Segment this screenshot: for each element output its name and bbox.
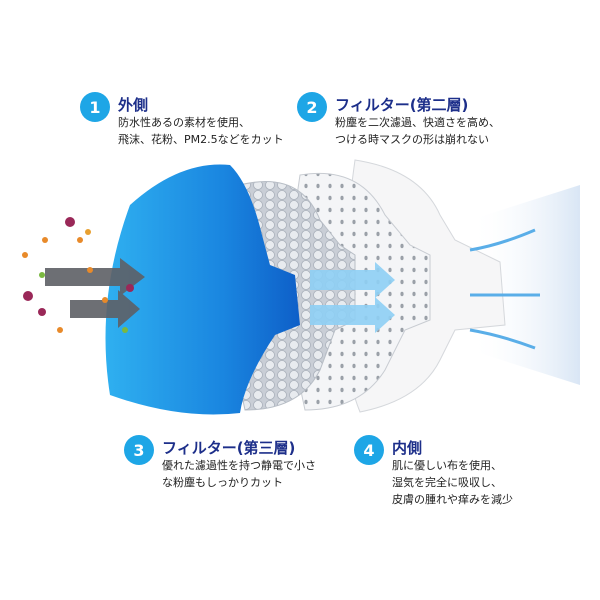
callout-title: 内側	[392, 439, 423, 457]
step-number-badge: 3	[124, 435, 154, 465]
callout-description: 粉塵を二次濾過、快適さを高め、 つける時マスクの形は崩れない	[335, 116, 500, 146]
outer-layer	[105, 164, 300, 415]
callout-filter-layer-3: 3 フィルター(第三層) 優れた濾過性を持つ静電で小さ な粉塵もしっかりカット	[124, 435, 316, 491]
step-number-badge: 2	[297, 92, 327, 122]
callout-description: 防水性あるの素材を使用、 飛沫、花粉、PM2.5などをカット	[118, 116, 284, 146]
step-number-badge: 4	[354, 435, 384, 465]
particles-icons	[22, 217, 134, 333]
step-number-badge: 1	[80, 92, 110, 122]
callout-title: フィルター(第三層)	[162, 439, 296, 457]
callout-description: 優れた濾過性を持つ静電で小さ な粉塵もしっかりカット	[162, 459, 316, 489]
callout-description: 肌に優しい布を使用、 湿気を完全に吸収し、 皮膚の腫れや痒みを減少	[392, 459, 513, 506]
callout-outer-layer: 1 外側 防水性あるの素材を使用、 飛沫、花粉、PM2.5などをカット	[80, 92, 284, 148]
callout-inner-layer: 4 内側 肌に優しい布を使用、 湿気を完全に吸収し、 皮膚の腫れや痒みを減少	[354, 435, 513, 508]
callout-filter-layer-2: 2 フィルター(第二層) 粉塵を二次濾過、快適さを高め、 つける時マスクの形は崩…	[297, 92, 500, 148]
exhale-arrows	[469, 228, 540, 350]
callout-title: フィルター(第二層)	[335, 96, 469, 114]
airflow-arrows	[310, 262, 395, 333]
incoming-particle-arrows	[45, 258, 145, 328]
callout-title: 外側	[118, 96, 149, 114]
